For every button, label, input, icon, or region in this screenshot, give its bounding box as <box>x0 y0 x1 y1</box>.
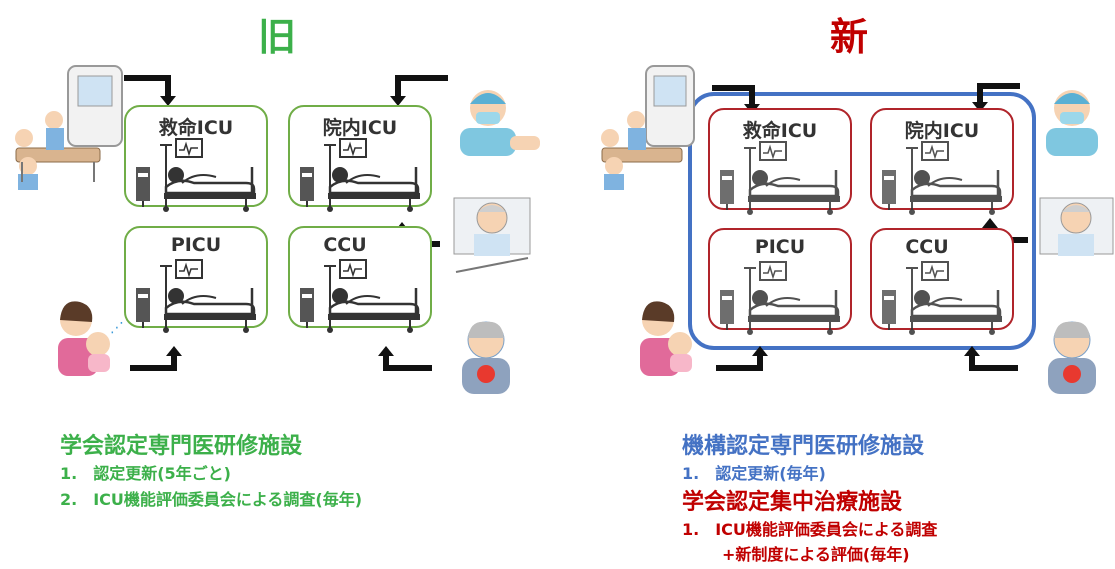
unit-box: 院内ICU <box>870 108 1014 216</box>
icu-bed-icon <box>136 258 258 334</box>
ambulance-patient-icon <box>15 65 123 190</box>
mother-child-icon: ⋰ <box>58 301 124 376</box>
svg-text:⋰: ⋰ <box>110 320 124 336</box>
old-heading: 学会認定専門医研修施設 <box>60 434 303 459</box>
arrow-icon <box>390 75 448 106</box>
arrow-icon <box>716 346 768 371</box>
icu-bed-icon <box>136 137 258 213</box>
icu-bed-icon <box>882 260 1004 336</box>
arrow-icon <box>972 83 1020 112</box>
bedridden-elderly-icon <box>1039 197 1114 256</box>
new-heading-2: 学会認定集中治療施設 <box>682 490 903 515</box>
icu-bed-icon <box>300 258 422 334</box>
unit-box: CCU <box>288 226 432 334</box>
mother-child-icon <box>640 301 692 376</box>
surgeon-icon <box>1046 90 1098 156</box>
unit-box: 救命ICU <box>708 108 852 216</box>
surgeon-icon <box>460 90 540 156</box>
unit-box: PICU <box>708 228 852 336</box>
new-item: +新制度による評価(毎年) <box>722 545 910 564</box>
unit-box: 院内ICU <box>288 105 432 213</box>
old-item: 1. 認定更新(5年ごと) <box>60 464 231 483</box>
arrow-icon <box>964 346 1018 371</box>
new-heading-1: 機構認定専門医研修施設 <box>682 434 925 459</box>
icu-bed-icon <box>720 260 842 336</box>
new-item: 1. ICU機能評価委員会による調査 <box>682 520 938 539</box>
icu-bed-icon <box>882 140 1004 216</box>
ambulance-patient-icon <box>601 65 695 190</box>
new-title: 新 <box>830 15 869 59</box>
unit-box: 救命ICU <box>124 105 268 213</box>
old-item: 2. ICU機能評価委員会による調査(毎年) <box>60 490 363 509</box>
old-title: 旧 <box>258 15 297 59</box>
arrow-icon <box>130 346 182 371</box>
chest-pain-elderly-icon <box>1048 321 1096 394</box>
unit-box: CCU <box>870 228 1014 336</box>
new-item: 1. 認定更新(毎年) <box>682 464 826 483</box>
arrow-icon <box>378 346 432 371</box>
chest-pain-elderly-icon <box>462 321 510 394</box>
arrow-icon <box>124 75 176 106</box>
integrated-unit-frame <box>688 92 1036 350</box>
unit-box: PICU <box>124 226 268 334</box>
icu-bed-icon <box>720 140 842 216</box>
bedridden-elderly-icon <box>453 197 531 273</box>
icu-bed-icon <box>300 137 422 213</box>
